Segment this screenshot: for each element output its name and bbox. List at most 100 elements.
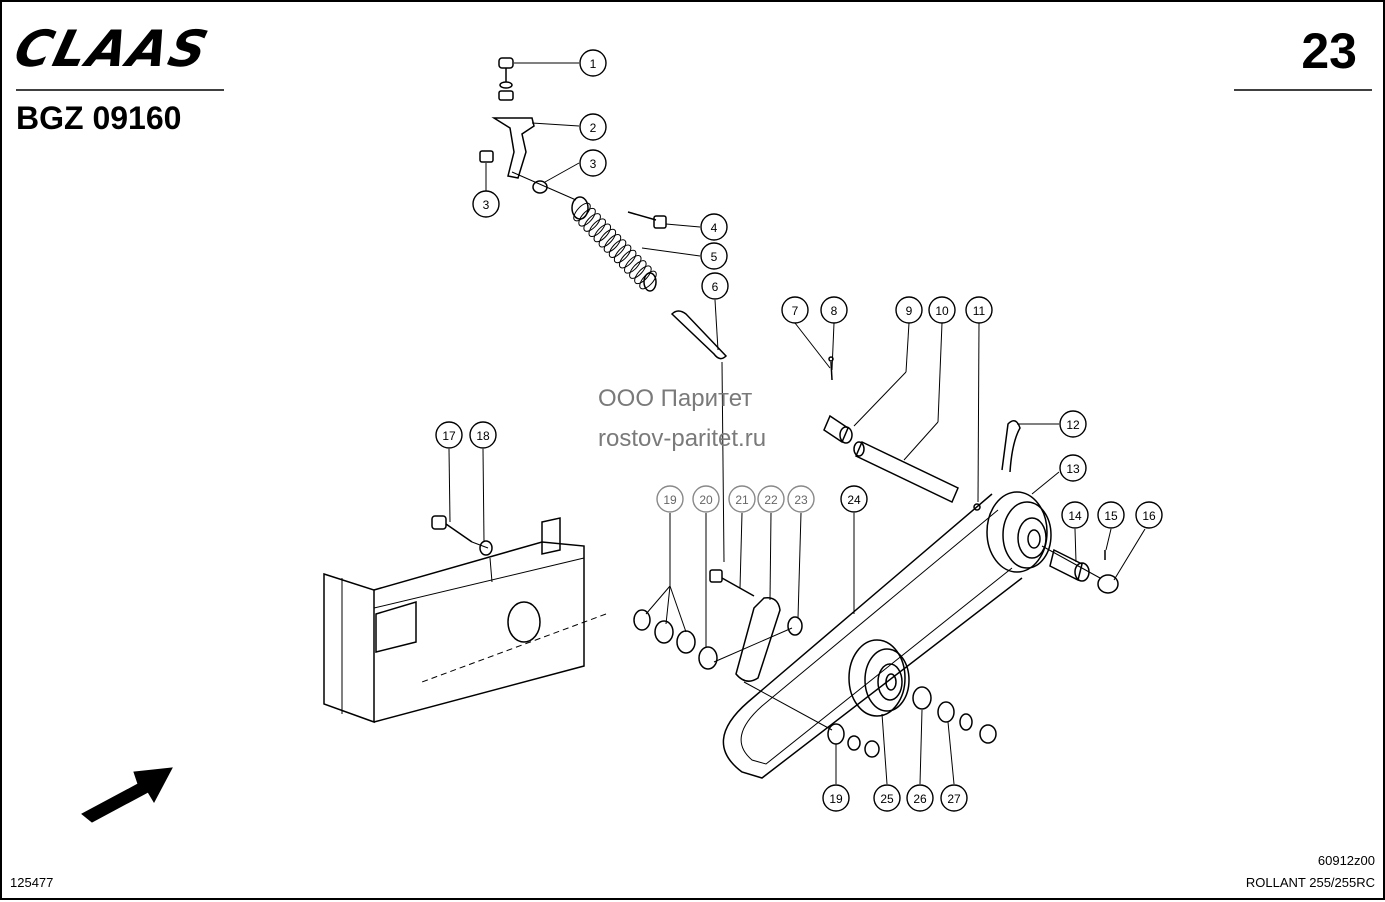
callout-number: 24: [847, 493, 861, 507]
spring-coil: [634, 265, 652, 285]
part-bushing-20: [698, 646, 718, 670]
callout-22: 22: [757, 485, 785, 513]
callout-number: 2: [590, 121, 597, 135]
callout-number: 3: [483, 198, 490, 212]
direction-arrow-icon: [81, 767, 173, 823]
callout-17: 17: [435, 421, 463, 449]
callout-number: 26: [913, 792, 927, 806]
callout-4: 4: [700, 213, 728, 241]
callout-number: 10: [935, 304, 949, 318]
callout-6: 6: [701, 272, 729, 300]
spring-coil: [618, 249, 637, 269]
part-bolt-17: [431, 515, 473, 543]
callout-8: 8: [820, 296, 848, 324]
callout-12: 12: [1059, 410, 1087, 438]
spring-coil: [624, 254, 642, 274]
callout-number: 4: [711, 221, 718, 235]
callout-number: 1: [590, 57, 597, 71]
callout-number: 13: [1066, 462, 1080, 476]
part-shaft-10: [853, 440, 959, 504]
callout-number: 18: [476, 429, 490, 443]
part-bushing-23: [787, 616, 803, 636]
part-nut-16: [1097, 574, 1119, 594]
part-pulley-13: [986, 491, 1052, 573]
spring-coil: [639, 270, 657, 290]
model-name: ROLLANT 255/255RC: [1245, 875, 1375, 890]
callout-3: 3: [579, 149, 607, 177]
callout-number: 20: [699, 493, 713, 507]
spring-coil: [593, 223, 612, 243]
spring-coil: [573, 202, 591, 222]
callout-5: 5: [700, 242, 728, 270]
assembly-axis-lines: [421, 171, 1101, 731]
part-belt-24-inner: [740, 509, 1013, 765]
callout-26: 26: [906, 784, 934, 812]
callout-11: 11: [965, 296, 993, 324]
spring-coil: [613, 244, 632, 264]
callout-number: 23: [794, 493, 808, 507]
callout-19: 19: [822, 784, 850, 812]
spring-coil: [598, 228, 617, 248]
part-pin-11: [973, 503, 981, 511]
callout-20: 20: [692, 485, 720, 513]
callout-number: 12: [1066, 418, 1080, 432]
callout-number: 14: [1068, 509, 1082, 523]
part-bolt-4: [627, 211, 667, 229]
part-pin-6: [670, 310, 728, 360]
part-bolt-1: [498, 57, 514, 101]
callout-16: 16: [1135, 501, 1163, 529]
leader-lines: [448, 62, 1146, 785]
callout-number: 9: [906, 304, 913, 318]
drawing-number: 125477: [10, 875, 54, 890]
part-nut-3b: [532, 180, 548, 194]
callout-2: 2: [579, 113, 607, 141]
part-spring-5: [571, 196, 657, 292]
callout-27: 27: [940, 784, 968, 812]
part-ring-27: [937, 701, 955, 723]
part-pin-8: [828, 356, 834, 381]
part-sleeve-14: [1049, 548, 1090, 582]
callout-10: 10: [928, 296, 956, 324]
part-pulley-25: [848, 639, 910, 717]
callout-number: 27: [947, 792, 961, 806]
callout-number: 19: [829, 792, 843, 806]
callout-13: 13: [1059, 454, 1087, 482]
part-clip-12: [1001, 420, 1021, 473]
callout-number: 22: [764, 493, 778, 507]
part-washer-18: [479, 540, 493, 556]
part-plate-22: [735, 597, 781, 682]
watermark-company: ООО Паритет: [598, 385, 753, 412]
callout-24: 24: [840, 485, 868, 513]
part-belt-24: [722, 493, 1023, 779]
callout-number: 11: [973, 304, 986, 318]
part-bolt-21: [709, 569, 755, 597]
part-nut-3a: [479, 150, 494, 163]
callout-number: 7: [792, 304, 799, 318]
callout-number: 17: [442, 429, 456, 443]
callout-number: 5: [711, 250, 718, 264]
page-number: 23: [1301, 23, 1357, 79]
spring-coil: [583, 213, 601, 232]
callout-25: 25: [873, 784, 901, 812]
callout-21: 21: [728, 485, 756, 513]
spring-coil: [629, 260, 647, 279]
callout-number: 15: [1104, 509, 1118, 523]
callout-number: 8: [831, 304, 838, 318]
part-bearing-26: [912, 686, 932, 710]
callout-number: 19: [663, 493, 677, 507]
callout-number: 6: [712, 280, 719, 294]
watermark-url: rostov-paritet.ru: [598, 425, 767, 452]
callout-number: 16: [1142, 509, 1156, 523]
spring-coil: [578, 207, 596, 227]
callout-18: 18: [469, 421, 497, 449]
part-frame-plate: [323, 517, 585, 724]
callout-number: 3: [590, 157, 597, 171]
callout-number: 21: [735, 493, 749, 507]
spring-coil: [588, 218, 606, 238]
part-bushing-9: [823, 414, 853, 444]
part-nut-27c: [979, 724, 997, 744]
callout-9: 9: [895, 296, 923, 324]
part-bracket-2: [491, 117, 535, 179]
